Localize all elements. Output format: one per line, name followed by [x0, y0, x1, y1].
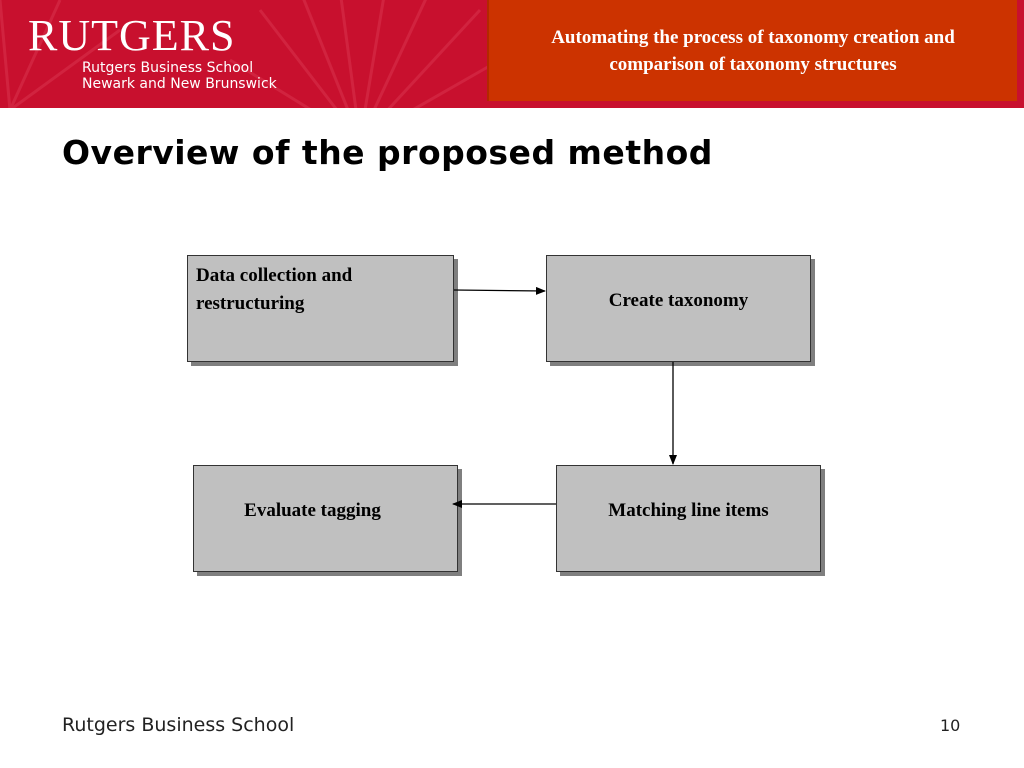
logo-campus-line: Newark and New Brunswick [82, 76, 277, 92]
node-data-collection: Data collection and restructuring [187, 255, 454, 362]
node-label: Evaluate tagging [244, 499, 381, 521]
node-matching-line-items: Matching line items [556, 465, 821, 572]
node-evaluate-tagging: Evaluate tagging [193, 465, 458, 572]
node-label: Data collection and restructuring [196, 265, 353, 314]
node-label: Create taxonomy [608, 289, 749, 311]
slide-heading: Overview of the proposed method [62, 133, 713, 172]
node-label: Matching line items [608, 499, 769, 521]
logo-school-line: Rutgers Business School [82, 60, 254, 76]
rutgers-logo: RUTGERS Rutgers Business School Newark a… [28, 11, 277, 93]
edge-data-to-create [453, 286, 546, 295]
presentation-title: Automating the process of taxonomy creat… [551, 26, 955, 75]
header-banner: RUTGERS Rutgers Business School Newark a… [0, 0, 1024, 108]
footer-organization: Rutgers Business School [62, 714, 295, 736]
page-number: 10 [940, 716, 961, 735]
presentation-title-box: Automating the process of taxonomy creat… [487, 0, 1017, 101]
logo-wordmark: RUTGERS [28, 11, 236, 60]
sunburst-pattern [0, 0, 487, 108]
node-create-taxonomy: Create taxonomy [546, 255, 811, 362]
